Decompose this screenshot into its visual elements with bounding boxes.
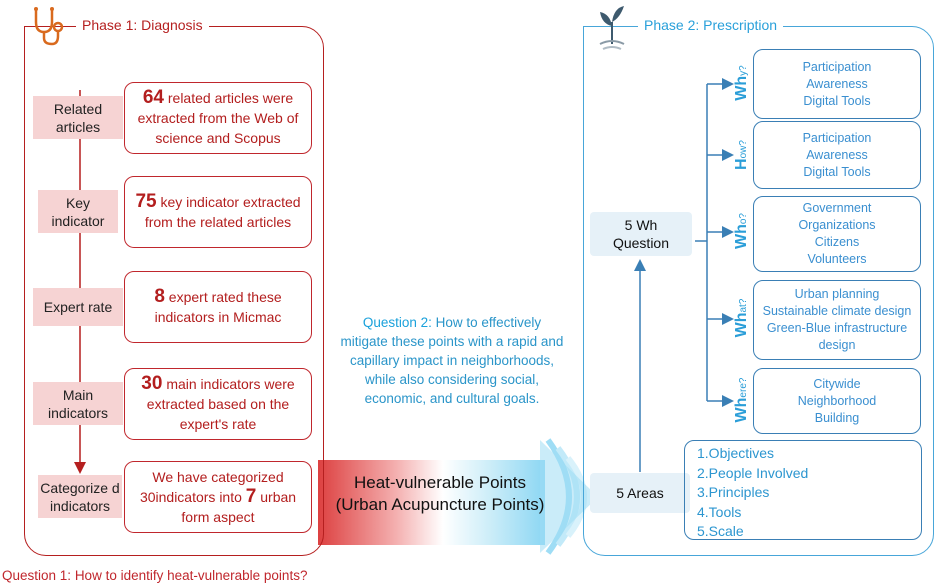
question1-label: Question 1: (2, 568, 72, 583)
who-item: Volunteers (807, 252, 867, 266)
why-item: Participation (802, 59, 872, 74)
why-label: Why? (733, 65, 750, 101)
text-categorized-a: We have categorized 30indicators into (139, 469, 284, 505)
how-item: Awareness (806, 147, 868, 162)
what-item: Sustainable climate design (762, 304, 912, 318)
question2-text: How to effectively mitigate these points… (340, 315, 564, 406)
where-item: Building (814, 410, 860, 425)
phase1-label: Phase 1: (82, 17, 138, 33)
five-wh-question-label: 5 Wh Question (612, 217, 670, 251)
area-scale: 5.Scale (697, 523, 744, 539)
stethoscope-icon (34, 7, 64, 46)
phase2-title: Phase 2: Prescription (638, 17, 784, 33)
what-item: Urban planning (794, 287, 880, 301)
text-main-indicators: main indicators were extracted based on … (146, 376, 295, 432)
question1: Question 1: How to identify heat-vulnera… (2, 568, 307, 583)
count-key-indicator: 75 (135, 191, 157, 212)
label-key-indicator: Key indicator (38, 190, 118, 233)
box-key-indicator: 75 key indicator extracted from the rela… (124, 176, 312, 248)
why-box: Participation Awareness Digital Tools (753, 49, 921, 119)
areas-list-box: 1.Objectives 2.People Involved 3.Princip… (684, 440, 922, 540)
sprout-icon (599, 6, 625, 50)
five-wh-question-box: 5 Wh Question (590, 212, 692, 256)
where-box: Citywide Neighborhood Building (753, 368, 921, 434)
count-categorized: 7 (245, 486, 257, 507)
box-related-articles: 64 related articles were extracted from … (124, 82, 312, 154)
how-label: How? (733, 140, 750, 170)
where-item: Neighborhood (797, 393, 877, 408)
phase2-label: Phase 2: (644, 17, 700, 33)
question2-label: Question 2: (362, 315, 432, 330)
who-item: Government (802, 201, 872, 215)
what-item: Green-Blue infrastructure (766, 321, 908, 335)
gradient-band (318, 460, 545, 545)
label-main-indicators: Main indicators (33, 382, 123, 425)
label-expert-rate: Expert rate (33, 288, 123, 326)
who-item: Citizens (814, 235, 860, 249)
text-expert-rate: expert rated these indicators in Micmac (154, 289, 282, 325)
how-box: Participation Awareness Digital Tools (753, 121, 921, 189)
what-label: What? (733, 298, 750, 338)
how-item: Digital Tools (803, 164, 871, 179)
count-related-articles: 64 (142, 87, 164, 108)
phase2-name: Prescription (703, 17, 778, 33)
heat-vulnerable-banner: Heat-vulnerable Points (Urban Acupunctur… (322, 472, 558, 516)
question1-text: How to identify heat-vulnerable points? (74, 568, 308, 583)
area-people-involved: 2.People Involved (697, 464, 809, 481)
area-tools: 4.Tools (697, 503, 742, 520)
what-box: Urban planning Sustainable climate desig… (753, 280, 921, 360)
why-item: Digital Tools (803, 93, 871, 108)
why-item: Awareness (806, 76, 868, 91)
who-item: Organizations (798, 218, 876, 232)
area-objectives: 1.Objectives (697, 445, 775, 461)
text-related-articles: related articles were extracted from the… (137, 90, 299, 146)
band-arrow-head (540, 440, 598, 553)
what-item: design (818, 338, 856, 352)
how-item: Participation (802, 130, 872, 145)
banner-line1: Heat-vulnerable Points (354, 473, 526, 492)
box-main-indicators: 30 main indicators were extracted based … (124, 368, 312, 440)
label-related-articles: Related articles (33, 96, 123, 139)
where-item: Citywide (813, 376, 861, 391)
who-box: Government Organizations Citizens Volunt… (753, 196, 921, 272)
where-label: Where? (733, 377, 750, 423)
count-main-indicators: 30 (141, 373, 163, 394)
who-label: Who? (733, 213, 750, 249)
box-expert-rate: 8 expert rated these indicators in Micma… (124, 271, 312, 343)
question2: Question 2: How to effectively mitigate … (338, 313, 566, 408)
five-areas-box: 5 Areas (590, 473, 690, 513)
phase1-title: Phase 1: Diagnosis (76, 17, 209, 33)
text-categorized-b: urban form aspect (181, 489, 297, 525)
label-categorized-indicators: Categorize d indicators (38, 475, 122, 518)
phase1-name: Diagnosis (141, 17, 203, 33)
text-key-indicator: key indicator extracted from the related… (144, 194, 301, 230)
area-principles: 3.Principles (697, 484, 770, 500)
box-categorized-indicators: We have categorized 30indicators into 7 … (124, 461, 312, 533)
count-expert-rate: 8 (154, 286, 165, 307)
banner-line2: (Urban Acupuncture Points) (335, 495, 545, 514)
five-areas-label: 5 Areas (616, 485, 664, 501)
